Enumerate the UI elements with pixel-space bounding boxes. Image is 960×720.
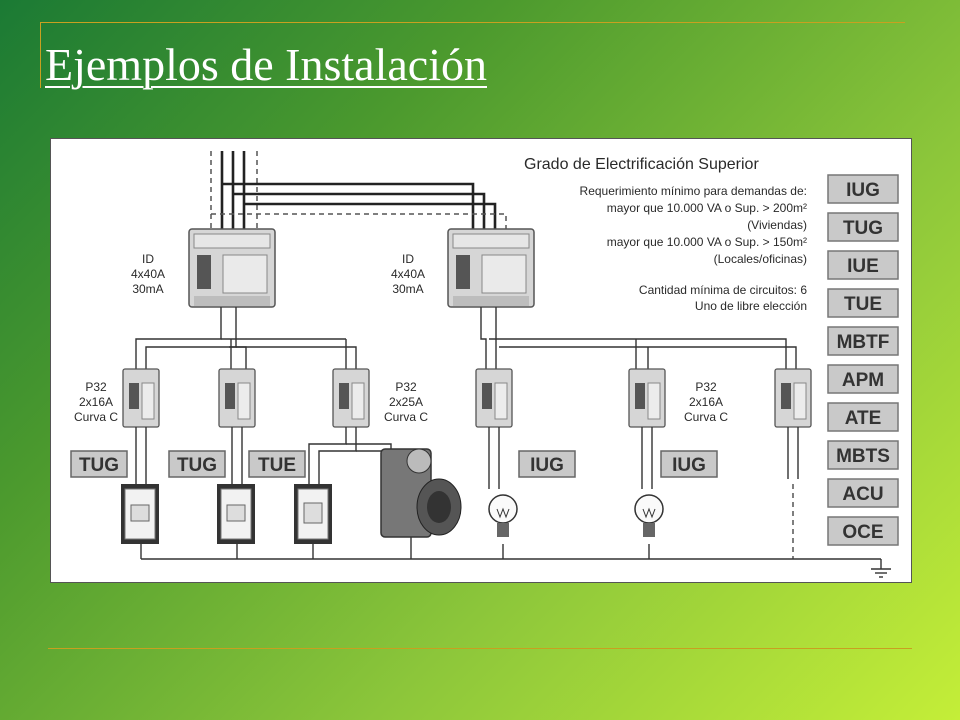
left-rule: [40, 22, 41, 88]
circuit-badge-5-label: IUG: [672, 455, 706, 476]
breaker-4: [475, 368, 513, 428]
diagram-heading: Grado de Electrificación Superior: [524, 156, 759, 173]
breaker-c-line-1: P32: [695, 380, 717, 394]
breaker-5: [628, 368, 666, 428]
legend-item-8-label: MBTS: [836, 446, 890, 467]
legend-item-4-label: TUE: [844, 294, 882, 315]
breaker-1: [122, 368, 160, 428]
breaker-a-line-3: Curva C: [74, 410, 118, 424]
legend-item-9: ACU: [827, 478, 899, 508]
legend-item-7: ATE: [827, 402, 899, 432]
legend-item-6-label: APM: [842, 370, 884, 391]
legend-item-5: MBTF: [827, 326, 899, 356]
breaker-b-line-1: P32: [395, 380, 417, 394]
legend-item-2: TUG: [827, 212, 899, 242]
circuit-badge-1: TUG: [70, 450, 128, 478]
circuit-count-line-1: Cantidad mínima de circuitos: 6: [639, 283, 807, 297]
requirement-line-4: mayor que 10.000 VA o Sup. > 150m²: [607, 235, 807, 249]
incoming-feed: [210, 151, 507, 239]
breaker-b-line-3: Curva C: [384, 410, 428, 424]
socket-outlet-icon: [217, 484, 255, 544]
load-wires: [135, 427, 881, 560]
breaker-b-line-2: 2x25A: [389, 395, 423, 409]
industrial-socket-icon: [380, 448, 462, 538]
circuit-badge-3: TUE: [248, 450, 306, 478]
legend-item-3-label: IUE: [847, 256, 879, 277]
electrical-installation-diagram: ID 4x40A 30mA ID 4x40A 30mA: [50, 138, 912, 583]
breaker-6: [774, 368, 812, 428]
legend-item-2-label: TUG: [843, 218, 883, 239]
socket-outlet-icon: [294, 484, 332, 544]
legend-item-9-label: ACU: [842, 484, 883, 505]
requirement-line-1: Requerimiento mínimo para demandas de:: [580, 184, 807, 198]
legend-item-5-label: MBTF: [837, 332, 890, 353]
id-right-line-1: ID: [402, 252, 414, 266]
circuit-badge-1-label: TUG: [79, 455, 119, 476]
legend-item-4: TUE: [827, 288, 899, 318]
circuit-badge-4: IUG: [518, 450, 576, 478]
breaker-c-line-2: 2x16A: [689, 395, 723, 409]
id-switch-right: [447, 228, 535, 308]
requirement-line-3: (Viviendas): [747, 218, 807, 232]
legend-item-1: IUG: [827, 174, 899, 204]
circuit-badge-3-label: TUE: [258, 455, 296, 476]
legend-item-8: MBTS: [827, 440, 899, 470]
circuit-badge-2: TUG: [168, 450, 226, 478]
circuit-badge-5: IUG: [660, 450, 718, 478]
id-left-line-2: 4x40A: [131, 267, 165, 281]
diagram-canvas: ID 4x40A 30mA ID 4x40A 30mA: [70, 151, 899, 578]
legend-item-7-label: ATE: [845, 408, 882, 429]
breaker-a-line-2: 2x16A: [79, 395, 113, 409]
breaker-c-line-3: Curva C: [684, 410, 728, 424]
id-right-line-2: 4x40A: [391, 267, 425, 281]
id-left-line-1: ID: [142, 252, 154, 266]
id-left-line-3: 30mA: [132, 282, 163, 296]
breaker-2: [218, 368, 256, 428]
legend-item-3: IUE: [827, 250, 899, 280]
circuit-count-line-2: Uno de libre elección: [695, 299, 807, 313]
requirement-line-2: mayor que 10.000 VA o Sup. > 200m²: [607, 201, 807, 215]
id-right-line-3: 30mA: [392, 282, 423, 296]
top-rule: [40, 22, 905, 23]
breaker-a-line-1: P32: [85, 380, 107, 394]
ground-icon: [871, 559, 891, 578]
light-bulb-icon: [488, 494, 518, 537]
circuit-badge-2-label: TUG: [177, 455, 217, 476]
requirement-line-5: (Locales/oficinas): [714, 252, 807, 266]
breaker-3: [332, 368, 370, 428]
light-bulb-icon: [634, 494, 664, 537]
legend-item-10: OCE: [827, 516, 899, 546]
legend-item-1-label: IUG: [846, 180, 880, 201]
socket-outlet-icon: [121, 484, 159, 544]
id-switch-left: [188, 228, 276, 308]
distribution-wires: [135, 307, 797, 369]
legend-item-10-label: OCE: [842, 522, 883, 543]
bottom-rule: [48, 648, 912, 649]
legend-item-6: APM: [827, 364, 899, 394]
slide-title: Ejemplos de Instalación: [45, 39, 487, 90]
circuit-badge-4-label: IUG: [530, 455, 564, 476]
